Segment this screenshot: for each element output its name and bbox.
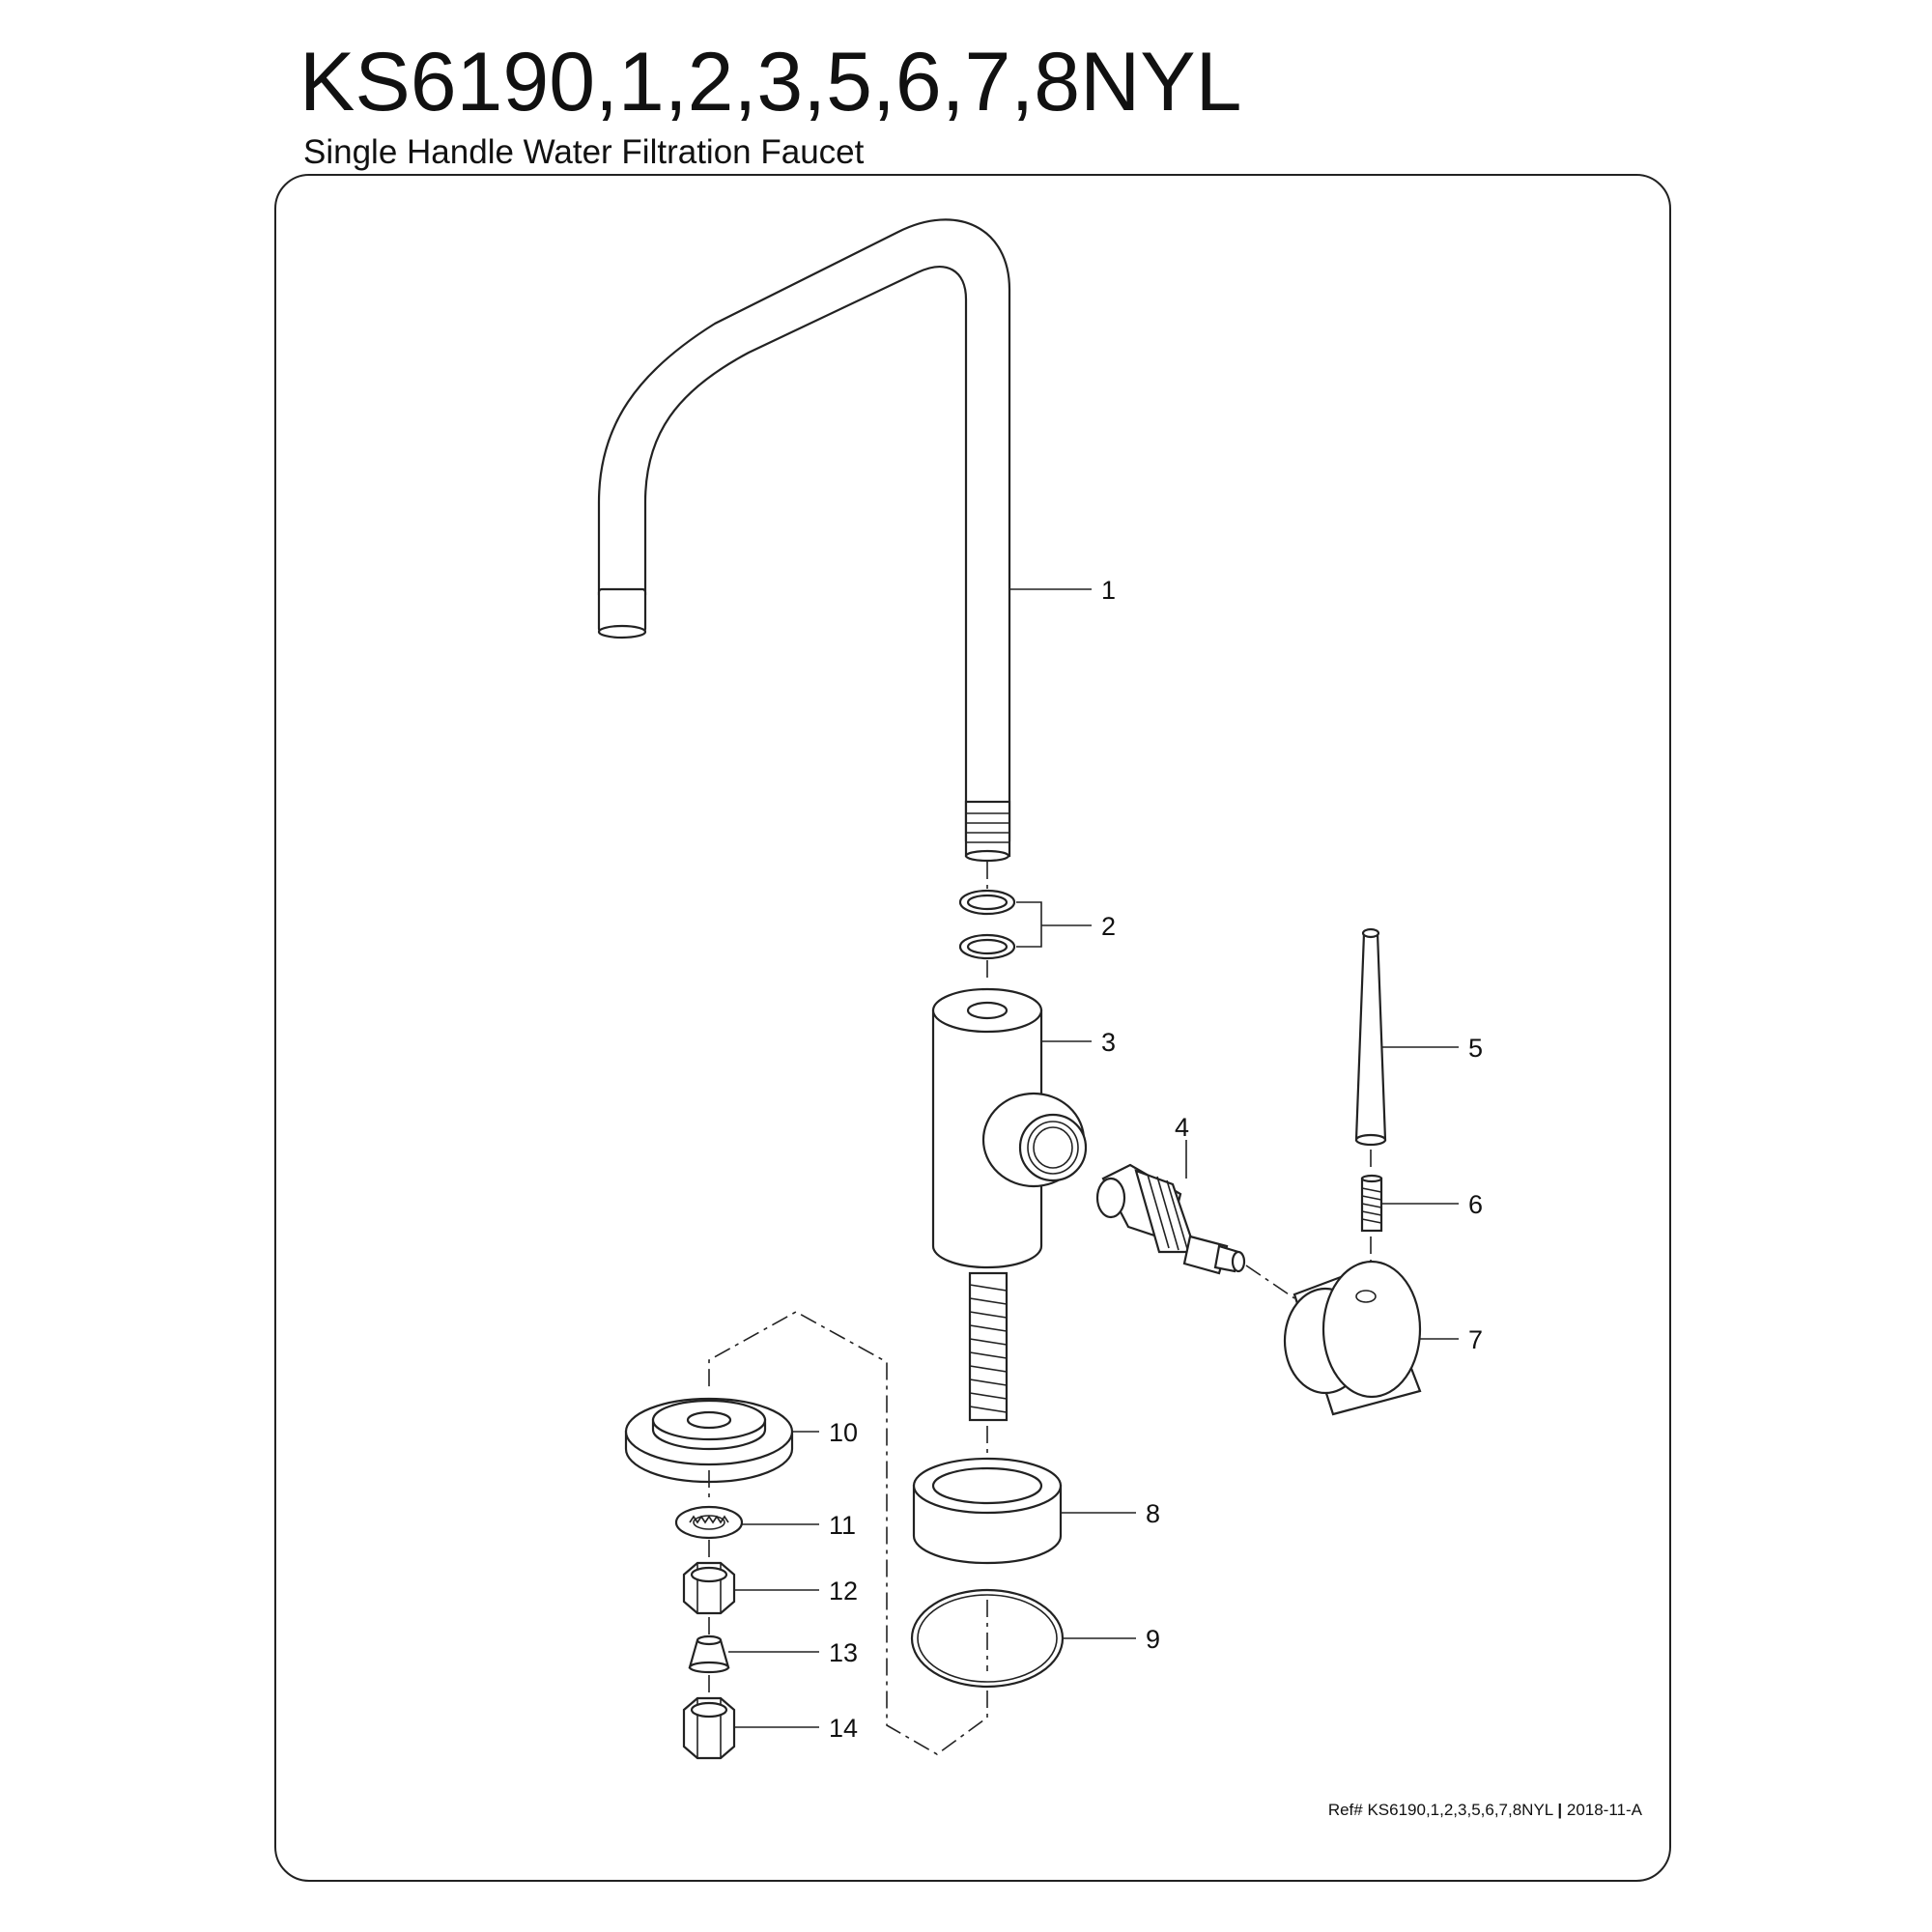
hex-nut-part [682,1561,736,1615]
mounting-plate-part [624,1397,794,1484]
callout-5: 5 [1468,1034,1483,1063]
callout-6: 6 [1468,1190,1483,1219]
reference-revision: 2018-11-A [1566,1801,1642,1819]
base-ring-part [912,1457,1063,1565]
callout-7: 7 [1468,1325,1483,1354]
lock-washer-part [674,1505,744,1540]
compression-nut-part [682,1696,736,1760]
callout-3: 3 [1101,1028,1116,1057]
callout-1: 1 [1101,576,1116,605]
callout-10: 10 [829,1418,858,1447]
reference-id: Ref# KS6190,1,2,3,5,6,7,8NYL [1327,1801,1553,1819]
callout-8: 8 [1146,1499,1160,1528]
callout-12: 12 [829,1577,858,1605]
callout-14: 14 [829,1714,858,1743]
callout-11: 11 [829,1511,856,1540]
callout-2: 2 [1101,912,1116,941]
callout-9: 9 [1146,1625,1160,1654]
lever-handle-part [1354,927,1387,1147]
reference-separator: | [1557,1801,1563,1819]
spout-part [597,218,1011,863]
handle-hub-part [1283,1260,1422,1416]
set-screw-part [1360,1174,1383,1233]
reference-number: Ref# KS6190,1,2,3,5,6,7,8NYL | 2018-11-A [1328,1801,1642,1820]
diagram-frame [274,174,1671,1882]
cartridge-part [1095,1163,1246,1275]
compression-sleeve-part [688,1634,730,1674]
page-title: KS6190,1,2,3,5,6,7,8NYL [299,36,1242,128]
callout-13: 13 [829,1638,858,1667]
callout-4: 4 [1175,1113,1189,1142]
faucet-body-part [931,987,1088,1422]
o-ring-parts [958,889,1016,960]
page-subtitle: Single Handle Water Filtration Faucet [303,133,865,171]
